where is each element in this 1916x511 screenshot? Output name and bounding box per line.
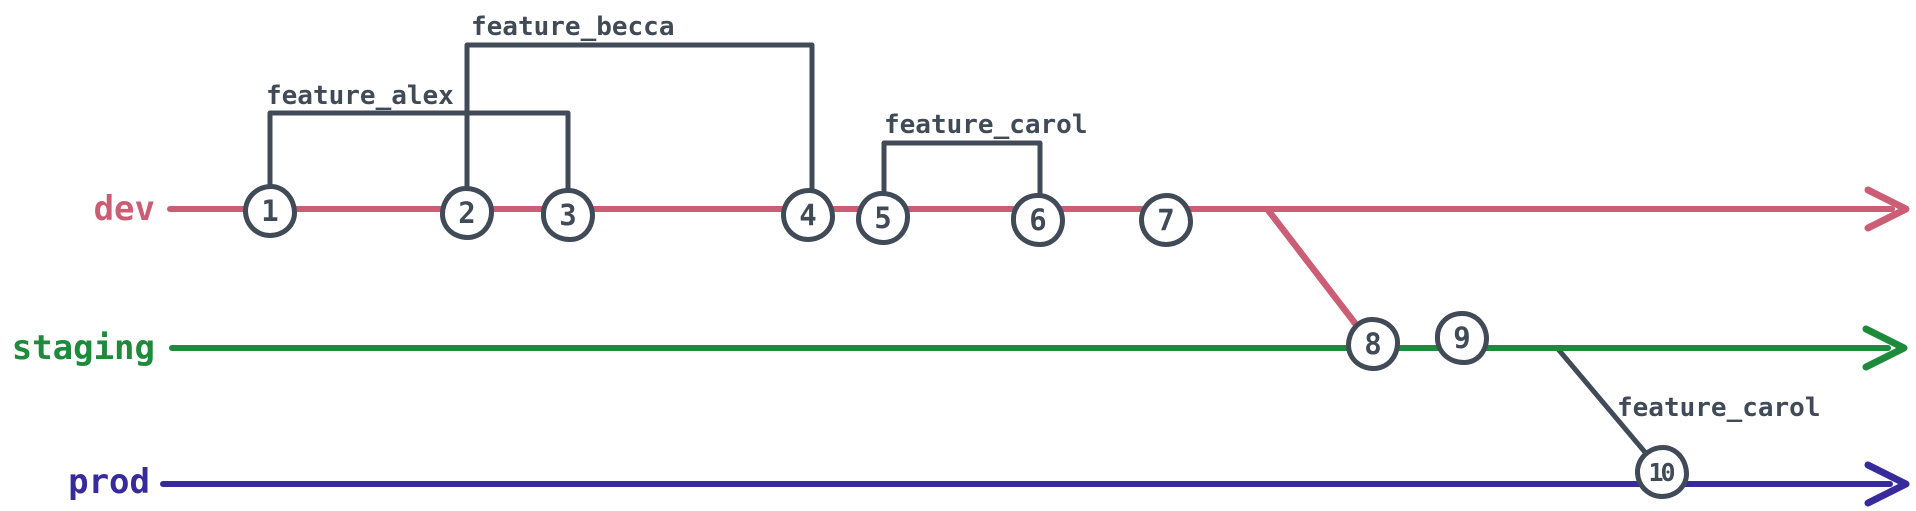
branch-label-staging: staging — [11, 328, 155, 368]
commit-node-9: 9 — [1435, 311, 1489, 365]
staging-to-prod-merge-line — [1555, 346, 1663, 473]
dev-arrowhead-icon — [1864, 186, 1910, 232]
commit-node-3: 3 — [541, 188, 595, 242]
commit-node-8: 8 — [1346, 317, 1400, 371]
commit-node-4: 4 — [781, 188, 835, 242]
feature-label-alex: feature_alex — [266, 81, 454, 111]
branch-label-dev: dev — [93, 189, 155, 229]
dev-to-staging-merge-line — [1264, 206, 1375, 348]
commit-node-5: 5 — [856, 191, 910, 245]
prod-arrowhead-icon — [1864, 461, 1910, 507]
feature-alex-bracket — [267, 110, 571, 192]
feature-label-carol-top: feature_carol — [884, 110, 1088, 140]
feature-label-becca: feature_becca — [471, 12, 675, 42]
commit-node-6: 6 — [1011, 193, 1065, 247]
commit-node-10: 10 — [1635, 445, 1689, 499]
feature-carol-bracket — [881, 140, 1043, 196]
feature-becca-bracket — [464, 42, 815, 192]
feature-label-carol-bottom: feature_carol — [1617, 393, 1821, 423]
staging-arrowhead-icon — [1862, 325, 1908, 371]
commit-node-2: 2 — [440, 186, 494, 240]
branch-label-prod: prod — [68, 462, 150, 502]
commit-node-7: 7 — [1139, 193, 1193, 247]
commit-node-1: 1 — [243, 184, 297, 238]
